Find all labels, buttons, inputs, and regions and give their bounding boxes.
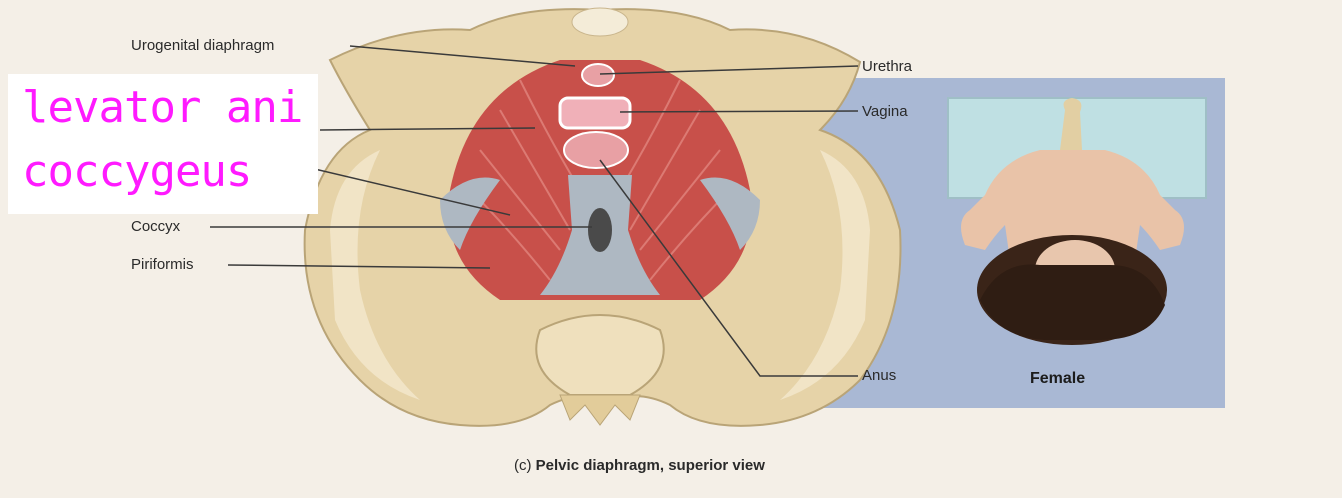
label-urogenital-diaphragm: Urogenital diaphragm [131,38,274,53]
caption-prefix: (c) [514,457,532,474]
leader-vagina [620,111,858,112]
label-urethra: Urethra [862,59,912,74]
label-female: Female [1030,370,1085,388]
annotation-box: levator ani coccygeus [8,74,318,214]
label-piriformis: Piriformis [131,257,194,272]
label-coccyx: Coccyx [131,219,180,234]
label-vagina: Vagina [862,104,908,119]
figure-caption: (c) Pelvic diaphragm, superior view [514,457,765,474]
annotation-levator-ani: levator ani [22,86,302,130]
annotation-coccygeus: coccygeus [22,150,251,194]
caption-text: Pelvic diaphragm, superior view [536,457,765,474]
label-anus: Anus [862,368,896,383]
